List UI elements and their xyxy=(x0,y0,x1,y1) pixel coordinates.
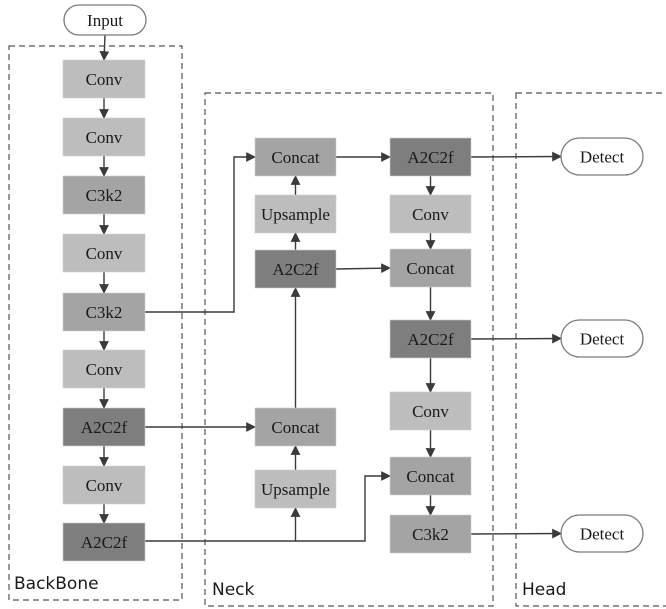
node-d2-label: Detect xyxy=(580,330,625,349)
node-m6-box xyxy=(389,456,472,496)
node-m4-label: A2C2f xyxy=(407,330,454,349)
node-m1-a2c2f: A2C2f xyxy=(389,137,472,177)
node-b8-label: Conv xyxy=(86,476,123,495)
node-b7-label: A2C2f xyxy=(81,418,128,437)
backbone-boundary xyxy=(8,45,183,601)
node-n3-a2c2f: A2C2f xyxy=(254,249,337,289)
edge-m7-to-d3 xyxy=(470,528,562,539)
node-n2-label: Upsample xyxy=(261,205,330,224)
node-m5-conv: Conv xyxy=(389,391,472,431)
nodes: InputConvConvC3k2ConvC3k2ConvA2C2fConvA2… xyxy=(62,4,644,562)
head-label: Head xyxy=(522,580,566,600)
node-d3-label: Detect xyxy=(580,525,625,544)
node-n4-box xyxy=(254,407,337,447)
group-neck: Neck xyxy=(204,92,494,607)
node-n1-box xyxy=(254,137,337,177)
edge-m4-to-d2 xyxy=(470,333,562,344)
head-boundary xyxy=(515,92,666,607)
node-b5-box xyxy=(62,292,146,332)
node-n5-upsample: Upsample xyxy=(254,469,337,509)
group-backbone: BackBone xyxy=(8,45,183,601)
node-b2-box xyxy=(62,117,146,157)
node-m2-label: Conv xyxy=(412,205,449,224)
node-m3-box xyxy=(389,248,472,288)
node-input-box xyxy=(63,4,147,36)
node-b8-box xyxy=(62,465,146,505)
node-b1-box xyxy=(62,59,146,99)
node-b7-a2c2f: A2C2f xyxy=(62,407,146,447)
node-d2-box xyxy=(560,319,644,358)
node-n2-box xyxy=(254,194,337,234)
node-b1-label: Conv xyxy=(86,70,123,89)
node-n3-label: A2C2f xyxy=(272,260,319,279)
neck-label: Neck xyxy=(212,580,255,600)
node-b9-box xyxy=(62,522,146,562)
node-m7-c3k2: C3k2 xyxy=(389,514,472,554)
node-b4-box xyxy=(62,233,146,273)
node-b7-box xyxy=(62,407,146,447)
node-n4-concat: Concat xyxy=(254,407,337,447)
edges xyxy=(99,34,562,542)
node-m3-concat: Concat xyxy=(389,248,472,288)
node-b6-conv: Conv xyxy=(62,349,146,389)
node-b5-c3k2: C3k2 xyxy=(62,292,146,332)
node-n1-concat: Concat xyxy=(254,137,337,177)
node-m1-box xyxy=(389,137,472,177)
node-b3-label: C3k2 xyxy=(86,186,123,205)
edge-b9-to-m6 xyxy=(295,471,391,542)
node-d1-label: Detect xyxy=(580,148,625,167)
neck-boundary xyxy=(204,92,494,607)
node-d3-detect: Detect xyxy=(560,514,644,553)
node-d3-box xyxy=(560,514,644,553)
node-n5-box xyxy=(254,469,337,509)
node-b5-label: C3k2 xyxy=(86,303,123,322)
edge-b5-to-n1 xyxy=(145,152,256,313)
node-m1-label: A2C2f xyxy=(407,148,454,167)
node-b4-label: Conv xyxy=(86,244,123,263)
node-input-input: Input xyxy=(63,4,147,36)
node-m6-concat: Concat xyxy=(389,456,472,496)
node-m2-conv: Conv xyxy=(389,194,472,234)
node-m6-label: Concat xyxy=(406,467,454,486)
node-m7-label: C3k2 xyxy=(412,525,449,544)
node-b9-label: A2C2f xyxy=(81,533,128,552)
node-b1-conv: Conv xyxy=(62,59,146,99)
node-d1-detect: Detect xyxy=(560,137,644,176)
node-n1-label: Concat xyxy=(271,148,319,167)
node-b8-conv: Conv xyxy=(62,465,146,505)
backbone-label: BackBone xyxy=(14,574,99,594)
node-d1-box xyxy=(560,137,644,176)
node-m4-a2c2f: A2C2f xyxy=(389,319,472,359)
node-b9-a2c2f: A2C2f xyxy=(62,522,146,562)
group-head: Head xyxy=(515,92,666,607)
edge-b9-to-n5 xyxy=(145,507,301,542)
node-b3-box xyxy=(62,175,146,215)
edge-input-to-b1 xyxy=(99,34,110,61)
node-b3-c3k2: C3k2 xyxy=(62,175,146,215)
node-m3-label: Concat xyxy=(406,259,454,278)
node-m5-label: Conv xyxy=(412,402,449,421)
node-b2-label: Conv xyxy=(86,128,123,147)
node-b6-box xyxy=(62,349,146,389)
node-m7-box xyxy=(389,514,472,554)
node-n4-label: Concat xyxy=(271,418,319,437)
node-b4-conv: Conv xyxy=(62,233,146,273)
node-b2-conv: Conv xyxy=(62,117,146,157)
node-n3-box xyxy=(254,249,337,289)
node-m5-box xyxy=(389,391,472,431)
node-m2-box xyxy=(389,194,472,234)
edge-n3-to-m3 xyxy=(335,263,391,274)
node-input-label: Input xyxy=(87,11,123,30)
node-b6-label: Conv xyxy=(86,360,123,379)
node-m4-box xyxy=(389,319,472,359)
node-n2-upsample: Upsample xyxy=(254,194,337,234)
node-d2-detect: Detect xyxy=(560,319,644,358)
node-n5-label: Upsample xyxy=(261,480,330,499)
edge-m1-to-d1 xyxy=(470,151,562,162)
